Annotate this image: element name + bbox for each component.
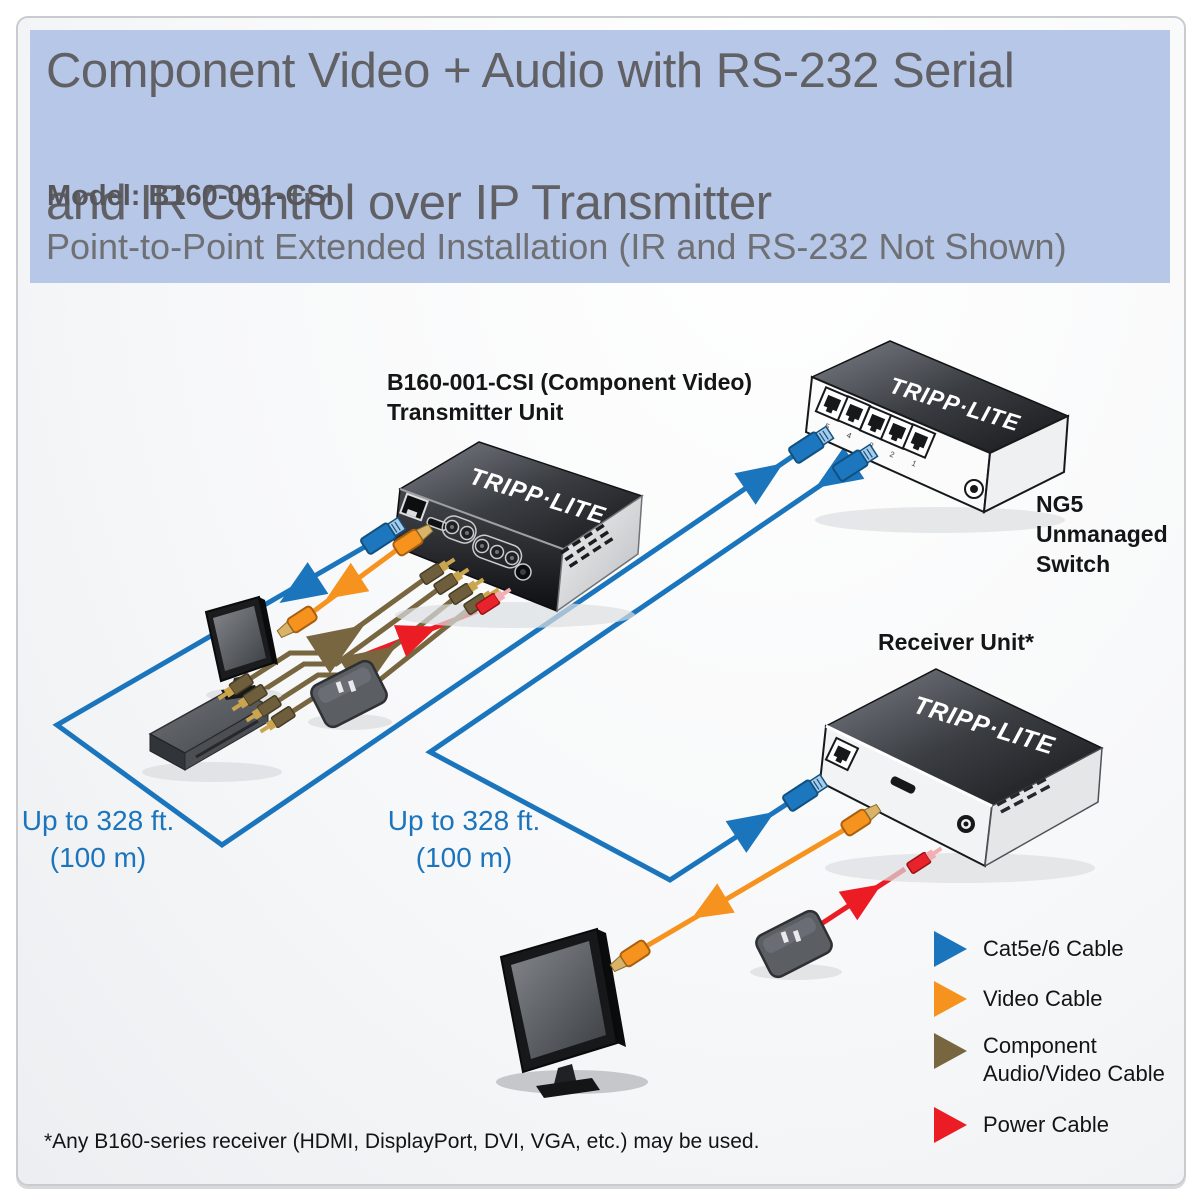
- legend-item-component: Component Audio/Video Cable: [933, 1032, 1179, 1088]
- legend-triangle: [934, 931, 967, 967]
- switch-label-line2: Unmanaged: [1036, 521, 1168, 547]
- vent-grille: [992, 770, 1051, 814]
- video-legend-icon: [934, 981, 967, 1017]
- page-subtitle: Point-to-Point Extended Installation (IR…: [46, 226, 1067, 267]
- cat5-arrow: [734, 447, 794, 505]
- page-title: Component Video + Audio with RS-232 Seri…: [46, 38, 1015, 236]
- cat5-arrow: [725, 796, 785, 853]
- legend-triangle: [934, 981, 967, 1017]
- legend-label: Video Cable: [983, 986, 1103, 1011]
- switch-label-line1: NG5: [1036, 491, 1084, 517]
- power-legend-icon: [934, 1107, 967, 1143]
- receiver-label: Receiver Unit*: [878, 629, 1034, 655]
- port-number: 5: [823, 422, 831, 432]
- port-number: 4: [845, 431, 853, 441]
- rj45-plug-icon: [780, 771, 830, 813]
- legend-item-power: Power Cable: [933, 1106, 1179, 1144]
- distance-tx-line2: (100 m): [49, 842, 147, 873]
- video-cable-rx-monitor: [643, 827, 846, 950]
- legend-item-cat5: Cat5e/6 Cable: [933, 930, 1179, 968]
- cat5-cable-switch-to-receiver: [425, 469, 842, 883]
- distance-rx-line2: (100 m): [415, 842, 513, 873]
- video-arrow: [682, 883, 735, 934]
- title-line1: Component Video + Audio with RS-232 Seri…: [46, 44, 1015, 98]
- cat5-legend-icon: [934, 931, 967, 967]
- power-adapter-tx-graphic: [310, 659, 388, 729]
- legend-triangle: [934, 1107, 967, 1143]
- video-plug-icon: [607, 938, 653, 976]
- video-plug-icon: [838, 800, 884, 838]
- distance-rx-line1: Up to 328 ft.: [387, 805, 541, 836]
- model-number: Model: B160-001-CSI: [47, 180, 334, 212]
- distance-tx-line1: Up to 328 ft.: [21, 805, 175, 836]
- port-number: 1: [910, 459, 918, 469]
- legend-label: Component Audio/Video Cable: [983, 1033, 1165, 1086]
- legend-item-video: Video Cable: [933, 980, 1179, 1018]
- switch-ports: [814, 386, 937, 459]
- title-line2: and IR Control over IP Transmitter: [46, 176, 772, 230]
- port-number: 2: [888, 450, 896, 460]
- receiver-unit-graphic: TRIPP·LITE: [818, 668, 1104, 868]
- component-legend-icon: [934, 1033, 967, 1069]
- legend-label: Cat5e/6 Cable: [983, 936, 1124, 961]
- transmitter-unit-graphic: TRIPP·LITE: [393, 441, 644, 613]
- transmitter-label-line1: B160-001-CSI (Component Video): [387, 369, 753, 395]
- power-adapter-rx-graphic: [755, 909, 833, 979]
- distance-label-tx: Up to 328 ft. (100 m): [3, 802, 193, 876]
- transmitter-label-line2: Transmitter Unit: [387, 399, 564, 425]
- header-banner: Component Video + Audio with RS-232 Seri…: [30, 30, 1170, 283]
- switch-label-line3: Switch: [1036, 551, 1111, 577]
- legend-label: Power Cable: [983, 1112, 1109, 1137]
- vent-grille: [560, 523, 614, 568]
- transmitter-label: B160-001-CSI (Component Video) Transmitte…: [387, 367, 752, 427]
- legend-triangle: [934, 1033, 967, 1069]
- distance-label-rx: Up to 328 ft. (100 m): [369, 802, 559, 876]
- switch-graphic: 5 4 3 2 1 TRIPP·LITE: [804, 340, 1070, 514]
- footnote: *Any B160-series receiver (HDMI, Display…: [44, 1130, 760, 1153]
- receiver-monitor-graphic: [499, 927, 626, 1098]
